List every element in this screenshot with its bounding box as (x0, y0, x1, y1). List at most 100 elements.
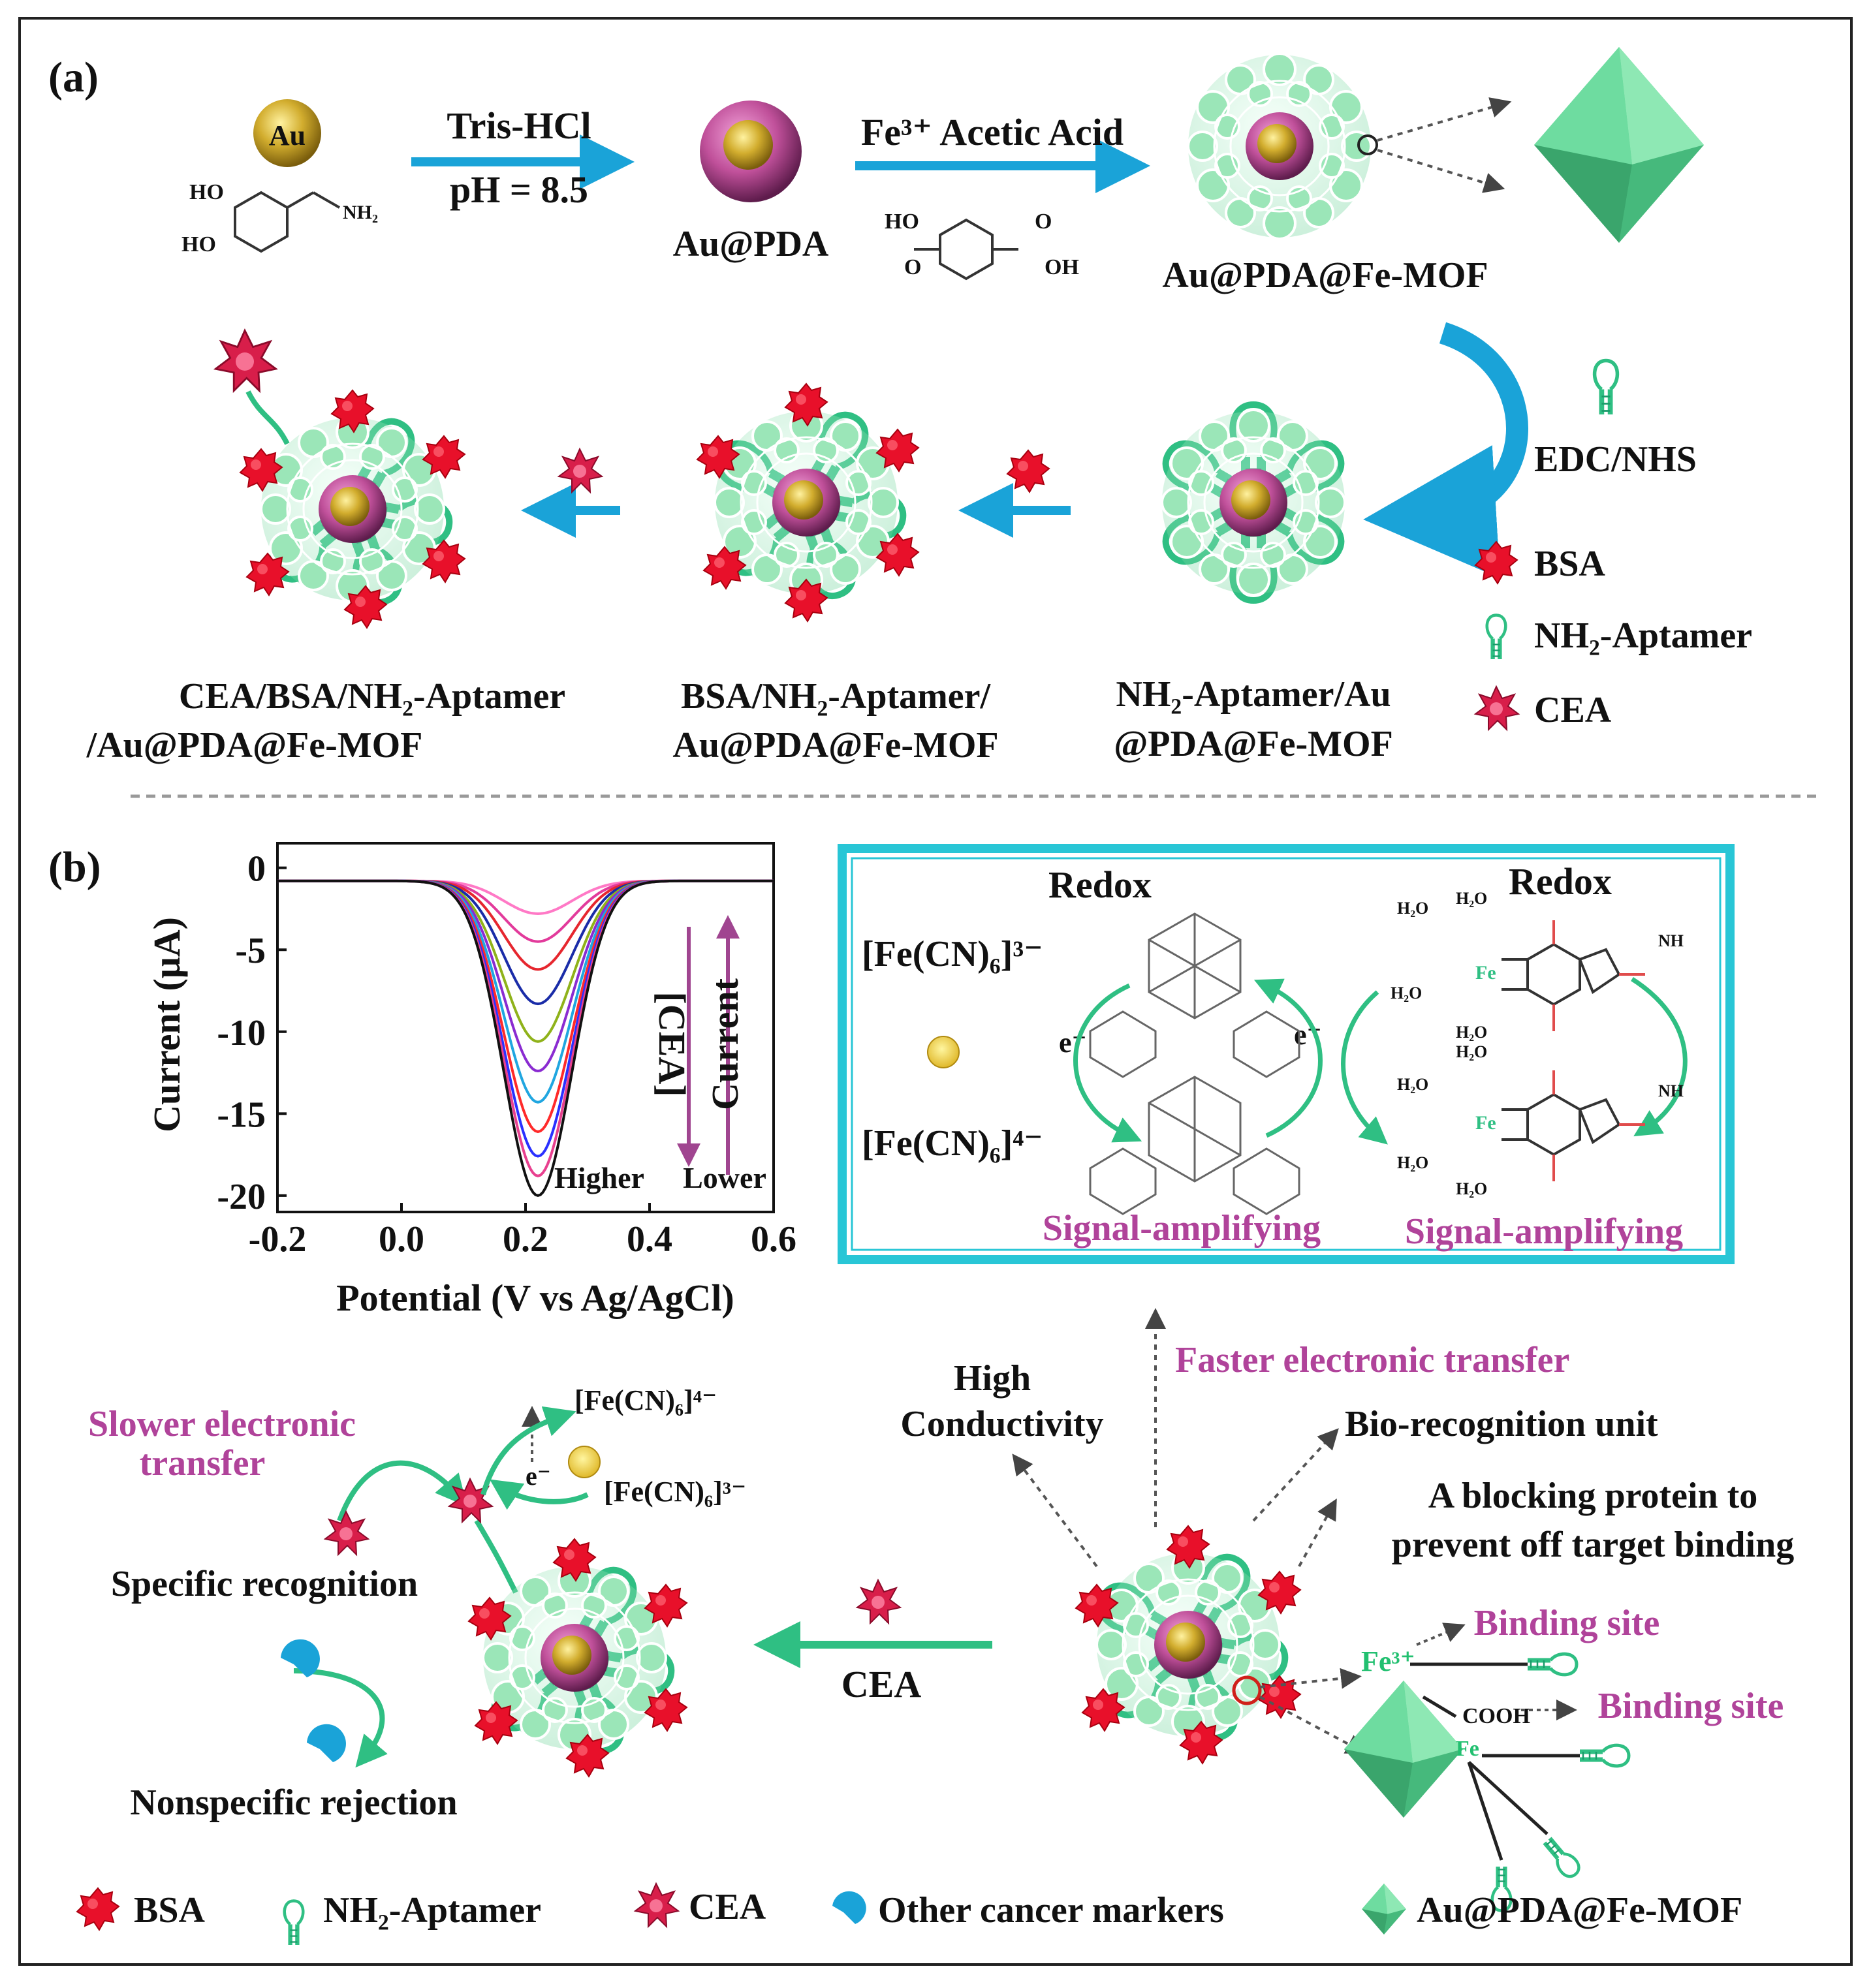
step1-bottom-label: pH = 8.5 (450, 168, 588, 211)
dpv-curve-5 (277, 879, 774, 1043)
detail-aptamer-1 (1528, 1654, 1577, 1675)
conductivity-label: Conductivity (900, 1404, 1103, 1444)
dpv-curve-11 (277, 879, 774, 1198)
np2-label-line1: BSA/NH₂-Aptamer/ (681, 676, 992, 717)
au-pda-fe-mof-label: Au@PDA@Fe-MOF (1162, 255, 1488, 296)
blocking-line1: A blocking protein to (1428, 1476, 1758, 1516)
au-nanoparticle (253, 99, 321, 167)
dopamine-ho-1: HO (189, 180, 224, 204)
x-tick-label: 0.0 (379, 1219, 424, 1260)
chart-annotation-higher: Higher (554, 1161, 644, 1194)
detail-aptamer-4 (1540, 1835, 1582, 1880)
blocking-line2: prevent off target binding (1392, 1525, 1795, 1565)
x-tick-label: 0.4 (627, 1219, 672, 1260)
y-tick-label: -20 (217, 1177, 266, 1217)
adamantane-cluster-top (1089, 912, 1300, 1078)
h2o-2: H₂O (1456, 889, 1487, 908)
np-mof-detection (1075, 1525, 1301, 1764)
h2o-5: H₂O (1456, 1042, 1487, 1061)
dopamine-ho-2: HO (181, 232, 216, 256)
h2o-6: H₂O (1397, 1075, 1428, 1094)
zoom-line-bottom (1377, 149, 1505, 193)
h2o-7: H₂O (1397, 1153, 1428, 1172)
specific-recognition-label: Specific recognition (111, 1564, 418, 1604)
tpa-o-right: O (1035, 210, 1052, 234)
fe-catechol-complex-top (1502, 920, 1645, 1031)
other-marker-icon-2 (307, 1724, 346, 1762)
np-cea-bsa-aptamer-mof (214, 329, 465, 629)
fe-catechol-complex-bottom (1502, 1070, 1645, 1181)
detail-zoom-line-1 (1259, 1668, 1362, 1689)
bottom-legend-aptamer-icon (285, 1901, 304, 1946)
y-tick-label: -15 (217, 1095, 266, 1135)
cea-binding-icon (857, 1579, 901, 1624)
detail-zoom-circle (1232, 1675, 1262, 1705)
au-core (723, 120, 773, 170)
e-small: e⁻ (526, 1461, 551, 1491)
dpv-curve-3 (277, 879, 774, 971)
conductivity-arrow (1012, 1453, 1098, 1568)
redox-left-label: Redox (1048, 863, 1152, 906)
chart-annotation-current: Current (704, 978, 746, 1110)
y-tick-label: -10 (217, 1013, 266, 1053)
fe-cn-iii-label: [Fe(CN)₆]³⁻ (862, 934, 1043, 974)
np-aptamer-mof (1158, 405, 1349, 600)
bottom-legend-cea-label: CEA (689, 1887, 766, 1927)
h2o-8: H₂O (1456, 1179, 1487, 1198)
cea-binding-label: CEA (841, 1663, 922, 1705)
au-label: Au (269, 119, 306, 151)
fe-label-bottom: Fe (1475, 1112, 1496, 1134)
fe-cn-iv-small: [Fe(CN)₆]⁴⁻ (574, 1384, 717, 1416)
dpv-curve-8 (277, 879, 774, 1134)
chart-annotation-lower: Lower (683, 1161, 766, 1194)
free-cea-icon (324, 1511, 369, 1555)
detail-octahedron (1344, 1681, 1463, 1818)
np1-label-line1: CEA/BSA/NH₂-Aptamer (179, 676, 565, 717)
rejection-arrow (293, 1668, 388, 1768)
detail-aptamer-2 (1580, 1745, 1629, 1766)
x-tick-label: 0.2 (503, 1219, 548, 1260)
fe-label-top: Fe (1475, 962, 1496, 984)
step1-top-label: Tris-HCl (447, 104, 591, 147)
bio-recognition-label: Bio-recognition unit (1345, 1404, 1658, 1444)
redox-box (838, 844, 1735, 1264)
dpv-curve-10 (277, 879, 774, 1177)
chart-annotation-cea: [CEA] (651, 991, 693, 1096)
faster-transfer-label: Faster electronic transfer (1175, 1340, 1569, 1380)
step2-top-label: Fe³⁺ Acetic Acid (861, 111, 1124, 153)
signal-amplifying-right: Signal-amplifying (1405, 1211, 1683, 1252)
au-pda-label: Au@PDA (673, 224, 829, 264)
slower-transfer-line1: Slower electronic (88, 1404, 356, 1444)
redox-box-inner (851, 857, 1722, 1251)
cooh-link (1422, 1695, 1457, 1718)
nh-label-bottom: NH (1658, 1081, 1684, 1100)
dpv-curve-4 (277, 879, 774, 1006)
mof-octahedron (1534, 47, 1704, 243)
redox-arrow-mid (1253, 978, 1323, 1138)
x-tick-label: 0.6 (751, 1219, 796, 1260)
legend-aptamer-icon (1487, 615, 1506, 660)
h2o-3: H₂O (1391, 984, 1422, 1002)
binding-site-arrow-1 (1416, 1623, 1466, 1646)
dpv-curve-7 (277, 879, 774, 1104)
np-bsa-aptamer-mof (697, 383, 919, 622)
fe3-binding-label: Fe³⁺ (1361, 1645, 1415, 1677)
h2o-4: H₂O (1456, 1023, 1487, 1042)
legend-aptamer-label: NH₂-Aptamer (1534, 615, 1752, 656)
bottom-legend-bsa-icon (76, 1887, 119, 1931)
bsa-step-icon (1007, 450, 1050, 493)
redox-arrow-right (1341, 990, 1388, 1145)
fe-detail-label: Fe (1456, 1737, 1479, 1761)
panel-b-label: (b) (48, 843, 101, 891)
bottom-legend-mof-icon (1362, 1884, 1406, 1934)
edc-nhs-label: EDC/NHS (1534, 439, 1697, 480)
legend-bsa-label: BSA (1534, 544, 1605, 584)
signal-amplifying-left: Signal-amplifying (1043, 1208, 1321, 1249)
legend-cea-label: CEA (1534, 690, 1612, 730)
aptamer-link-4 (1468, 1761, 1549, 1835)
redox-arrow-far-right (1631, 977, 1688, 1137)
dpv-curve-1 (277, 879, 774, 916)
